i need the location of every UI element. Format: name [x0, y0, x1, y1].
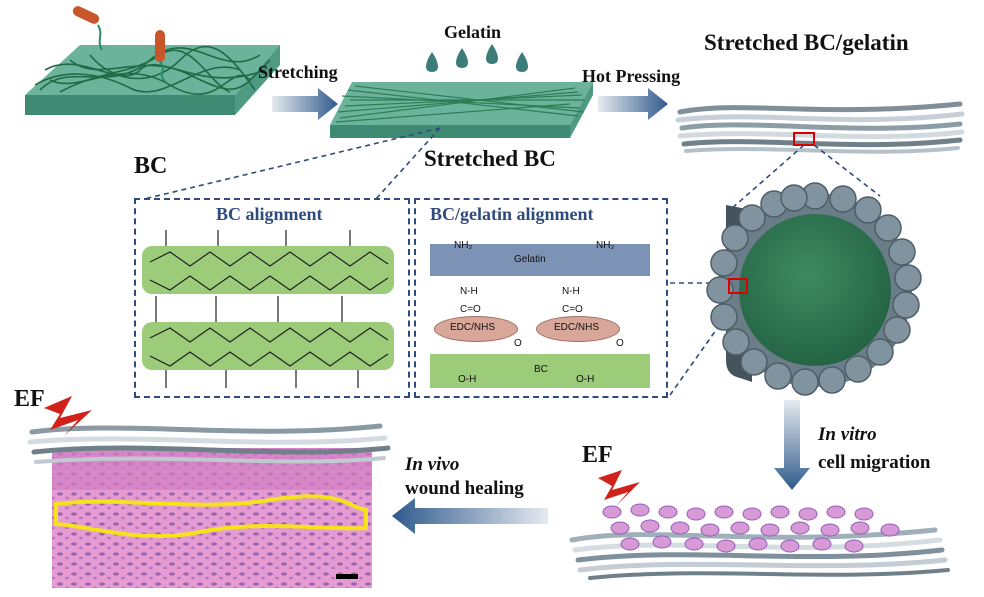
co-right: C=O: [562, 304, 583, 315]
bc-gelatin-alignment-title: BC/gelatin alignment: [430, 204, 594, 224]
edc-right-label: EDC/NHS: [554, 322, 600, 333]
edc-oval-left: [434, 316, 518, 342]
stretched-bc-label: Stretched BC: [424, 146, 556, 171]
nh-right: N-H: [562, 286, 580, 297]
in-vitro-label: In vitro: [818, 424, 877, 445]
gelatin-label: Gelatin: [444, 22, 501, 42]
ef-right-label: EF: [582, 442, 613, 468]
stretching-arrow: [272, 88, 338, 120]
gelatin-drops: [426, 44, 528, 72]
stretching-label: Stretching: [258, 62, 338, 82]
nh-left: N-H: [460, 286, 478, 297]
nh2-right: NH₂: [596, 240, 615, 251]
nh2-left: NH₂: [454, 240, 473, 251]
bc-alignment-panel: BC alignment: [134, 198, 410, 398]
hot-pressing-arrow: [598, 88, 668, 120]
tissue-section: [27, 396, 391, 588]
oh-right: O-H: [576, 374, 595, 385]
o-right: O: [616, 338, 624, 349]
in-vivo-label: In vivo: [405, 454, 460, 475]
co-left: C=O: [460, 304, 481, 315]
ef-left-label: EF: [14, 386, 45, 412]
stretched-bc-mat: [330, 82, 593, 138]
edc-left-label: EDC/NHS: [450, 322, 496, 333]
bc-bar: [430, 354, 650, 388]
bc-label: BC: [134, 153, 168, 179]
bc-gelatin-alignment-panel: BC/gelatin alignment Gelatin NH₂ NH₂ N-H…: [414, 198, 668, 398]
o-left: O: [514, 338, 522, 349]
oh-left: O-H: [458, 374, 477, 385]
bc-bar-label: BC: [534, 364, 548, 375]
cell-scaffold: [569, 470, 950, 580]
gelatin-bar: [430, 244, 650, 276]
bc-mat: [25, 6, 280, 115]
hot-pressing-label: Hot Pressing: [582, 66, 681, 86]
stretched-bc-gelatin-label: Stretched BC/gelatin: [704, 30, 909, 55]
cross-section-disc: [706, 182, 922, 396]
gelatin-bar-label: Gelatin: [514, 254, 546, 265]
edc-oval-right: [536, 316, 620, 342]
bc-chain-drawing: [142, 230, 394, 388]
wound-healing-label: wound healing: [405, 478, 524, 499]
bc-gelatin-sheet: [675, 101, 965, 154]
bc-alignment-title: BC alignment: [216, 204, 323, 224]
in-vivo-arrow: [392, 498, 548, 534]
in-vitro-arrow: [774, 400, 810, 490]
cell-migration-label: cell migration: [818, 452, 931, 473]
